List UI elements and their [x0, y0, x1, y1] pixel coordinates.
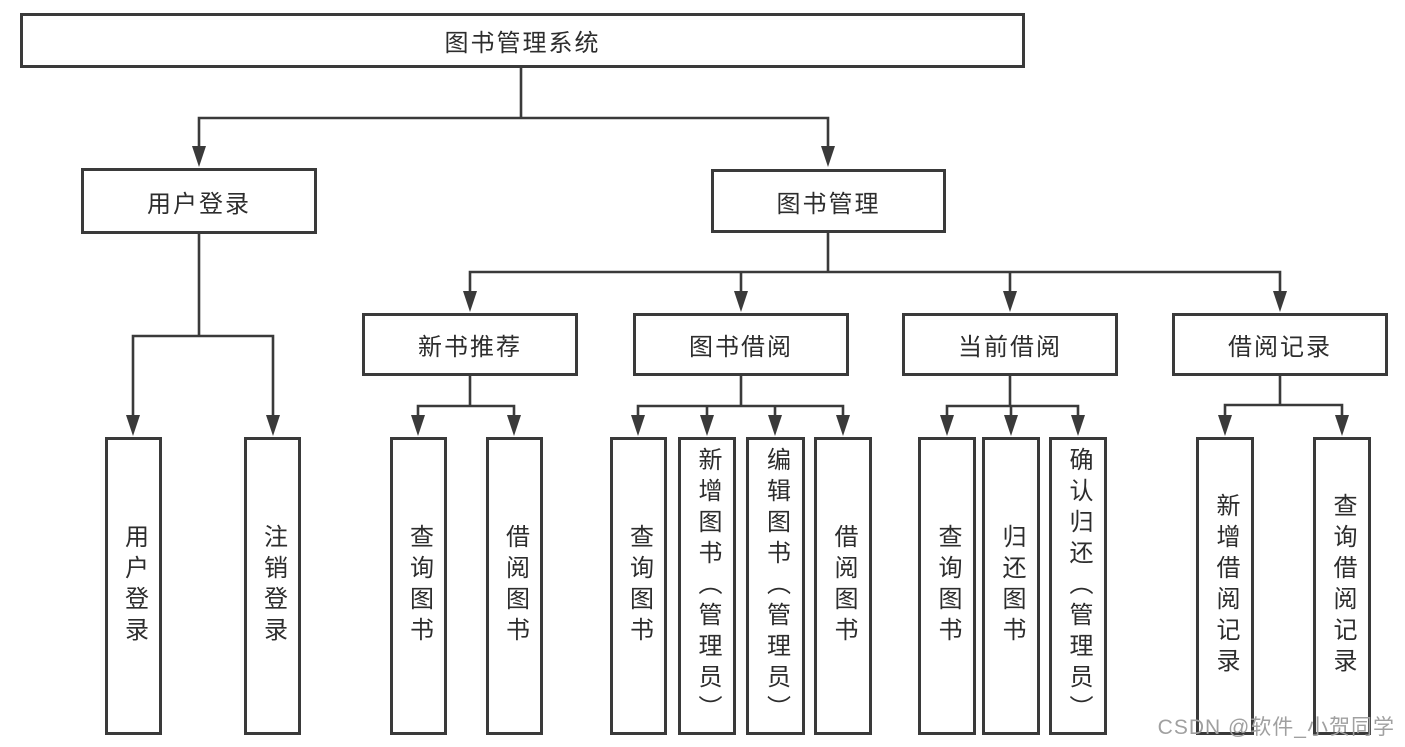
leaf-return-book: 归还图书 [982, 437, 1040, 735]
node-current-borrow: 当前借阅 [902, 313, 1118, 376]
leaf-query-books-current: 查询图书 [918, 437, 976, 735]
leaf-query-books-current-label: 查询图书 [934, 524, 961, 648]
leaf-query-borrow-record: 查询借阅记录 [1313, 437, 1371, 735]
watermark-text: CSDN @软件_小贺同学 [1157, 716, 1395, 739]
leaf-query-borrow-record-label: 查询借阅记录 [1329, 493, 1356, 679]
leaf-user-login: 用户登录 [105, 437, 162, 735]
node-new-book-recommend: 新书推荐 [362, 313, 578, 376]
leaf-borrow-books-borrow: 借阅图书 [814, 437, 872, 735]
leaf-confirm-return-admin-label: 确认归还（管理员） [1065, 446, 1092, 726]
leaf-logout-label: 注销登录 [259, 524, 287, 648]
leaf-return-book-label: 归还图书 [998, 524, 1025, 648]
leaf-edit-book-admin-label: 编辑图书（管理员） [762, 446, 790, 726]
leaf-borrow-books-borrow-label: 借阅图书 [830, 524, 857, 648]
node-library-management-system: 图书管理系统 [20, 13, 1025, 68]
leaf-user-login-label: 用户登录 [120, 524, 148, 648]
leaf-query-books-borrow: 查询图书 [610, 437, 667, 735]
node-user-login: 用户登录 [81, 168, 317, 234]
leaf-confirm-return-admin: 确认归还（管理员） [1049, 437, 1107, 735]
leaf-query-books-recommend-label: 查询图书 [405, 524, 433, 648]
leaf-edit-book-admin: 编辑图书（管理员） [746, 437, 805, 735]
leaf-add-book-admin-label: 新增图书（管理员） [694, 446, 721, 726]
leaf-add-borrow-record: 新增借阅记录 [1196, 437, 1254, 735]
leaf-query-books-recommend: 查询图书 [390, 437, 447, 735]
leaf-logout: 注销登录 [244, 437, 301, 735]
leaf-add-borrow-record-label: 新增借阅记录 [1212, 493, 1239, 679]
leaf-add-book-admin: 新增图书（管理员） [678, 437, 736, 735]
node-book-management: 图书管理 [711, 169, 946, 233]
node-book-borrow: 图书借阅 [633, 313, 849, 376]
leaf-borrow-books-recommend: 借阅图书 [486, 437, 543, 735]
leaf-borrow-books-recommend-label: 借阅图书 [501, 524, 529, 648]
leaf-query-books-borrow-label: 查询图书 [625, 524, 653, 648]
node-borrow-records: 借阅记录 [1172, 313, 1388, 376]
